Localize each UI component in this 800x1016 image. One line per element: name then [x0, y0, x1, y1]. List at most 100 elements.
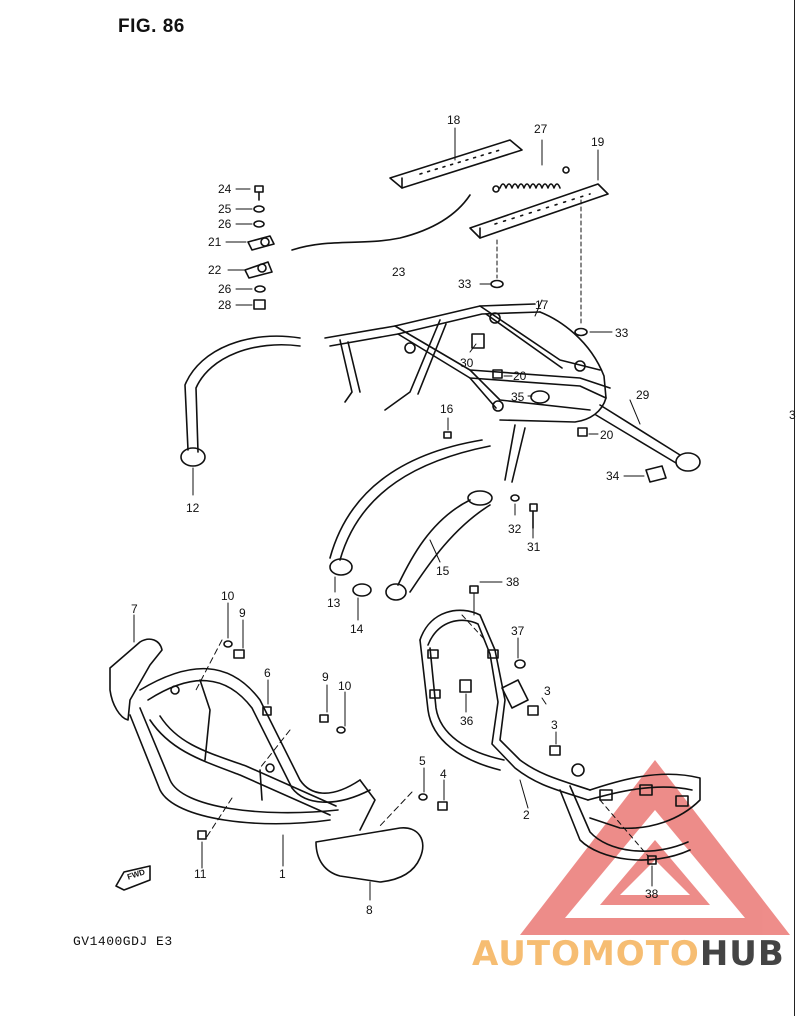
pipe-15 — [385, 490, 493, 601]
callout-37: 37 — [511, 624, 525, 638]
callout-32: 32 — [508, 522, 522, 536]
callout-10-mid: 10 — [338, 679, 352, 693]
bolt-31 — [529, 503, 538, 529]
guard-bar-12 — [180, 335, 301, 496]
bolt-11 — [197, 830, 207, 840]
bolt-9-top — [233, 649, 245, 659]
washer-10-mid — [336, 726, 346, 734]
callout-12: 12 — [186, 501, 200, 515]
cap-14 — [352, 583, 372, 597]
nut-20-upper — [492, 369, 503, 379]
callout-24: 24 — [218, 182, 232, 196]
nut-3-lower — [549, 745, 561, 756]
figure-title: FIG. 86 — [118, 16, 185, 37]
bolt-38-bottom — [647, 855, 657, 865]
callout-11: 11 — [194, 867, 207, 881]
bracket-22 — [244, 261, 273, 279]
callout-9-top: 9 — [239, 606, 246, 620]
bolt-16 — [443, 431, 452, 439]
bracket-2-link — [501, 679, 529, 709]
collar-36 — [459, 679, 472, 693]
callout-31: 31 — [527, 540, 541, 554]
callout-36: 36 — [460, 714, 474, 728]
callout-15: 15 — [436, 564, 450, 578]
washer-5 — [418, 793, 428, 801]
watermark-text-colored: AUTOMOTO — [472, 934, 700, 974]
bolt-6 — [262, 706, 272, 716]
rail-19 — [469, 183, 609, 239]
washer-33-left — [490, 279, 504, 289]
bolt-4 — [437, 801, 448, 811]
nut-3-upper — [527, 705, 539, 716]
watermark-logo — [520, 760, 790, 935]
nut-20-lower — [577, 427, 588, 437]
rear-tube-lower — [504, 424, 526, 483]
bracket-21 — [247, 235, 275, 251]
watermark-text-dark: HUB — [699, 934, 785, 974]
callout-14: 14 — [350, 622, 364, 636]
callout-5: 5 — [419, 754, 426, 768]
callout-10-top: 10 — [221, 589, 235, 603]
callout-22: 22 — [208, 263, 222, 277]
cover-7 — [109, 614, 163, 721]
washer-32 — [510, 494, 520, 502]
callout-34: 34 — [606, 469, 620, 483]
callout-35: 35 — [511, 390, 525, 404]
washer-26 — [253, 220, 265, 228]
cable-23 — [291, 194, 471, 251]
nut-37 — [514, 659, 526, 669]
callout-17: 17 — [535, 298, 549, 312]
page-edge-line — [794, 0, 795, 1016]
callout-16: 16 — [440, 402, 454, 416]
callout-3-lower: 3 — [551, 718, 558, 732]
callout-4: 4 — [440, 767, 447, 781]
fwd-arrow-icon — [115, 865, 151, 891]
callout-19: 19 — [591, 135, 605, 149]
callout-9-mid: 9 — [322, 670, 329, 684]
callout-18: 18 — [447, 113, 461, 127]
callout-20-upper: 20 — [513, 369, 527, 383]
watermark-text: AUTOMOTOHUB — [472, 934, 785, 974]
callout-26-upper: 26 — [218, 217, 232, 231]
carrier-frame-17 — [324, 299, 611, 423]
front-guard-1 — [129, 667, 376, 867]
callout-25: 25 — [218, 202, 232, 216]
cushion-34 — [645, 465, 667, 483]
callout-13: 13 — [327, 596, 341, 610]
callout-38-bottom: 38 — [645, 887, 659, 901]
callout-7: 7 — [131, 602, 138, 616]
callout-6: 6 — [264, 666, 271, 680]
washer-10-top — [223, 640, 233, 648]
bolt-9-mid — [319, 714, 329, 723]
callout-26-lower: 26 — [218, 282, 232, 296]
rear-guard-2 — [419, 609, 701, 861]
cushion-35 — [530, 390, 550, 404]
callout-27: 27 — [534, 122, 548, 136]
callout-8: 8 — [366, 903, 373, 917]
washer-26-lower — [254, 285, 266, 293]
callout-33-right: 33 — [615, 326, 629, 340]
callout-33-left: 33 — [458, 277, 472, 291]
nut-28 — [253, 299, 266, 310]
callout-23: 23 — [392, 265, 406, 279]
washer-25 — [253, 205, 265, 213]
callout-3-upper: 3 — [544, 684, 551, 698]
collar-30 — [471, 333, 485, 349]
callout-38-top: 38 — [506, 575, 520, 589]
bolt-38-top — [469, 585, 479, 594]
model-code: GV1400GDJ E3 — [73, 934, 173, 949]
spring-27 — [492, 166, 570, 193]
page-edge-fragment: 3 — [789, 408, 796, 422]
callout-21: 21 — [208, 235, 222, 249]
cover-8 — [315, 827, 424, 901]
bolt-24 — [254, 185, 264, 201]
callout-2: 2 — [523, 808, 530, 822]
callout-20-lower: 20 — [600, 428, 614, 442]
washer-33-right — [574, 327, 588, 337]
arm-29 — [595, 399, 701, 472]
pipe-13 — [329, 439, 491, 593]
callout-29: 29 — [636, 388, 650, 402]
callout-1: 1 — [279, 867, 286, 881]
